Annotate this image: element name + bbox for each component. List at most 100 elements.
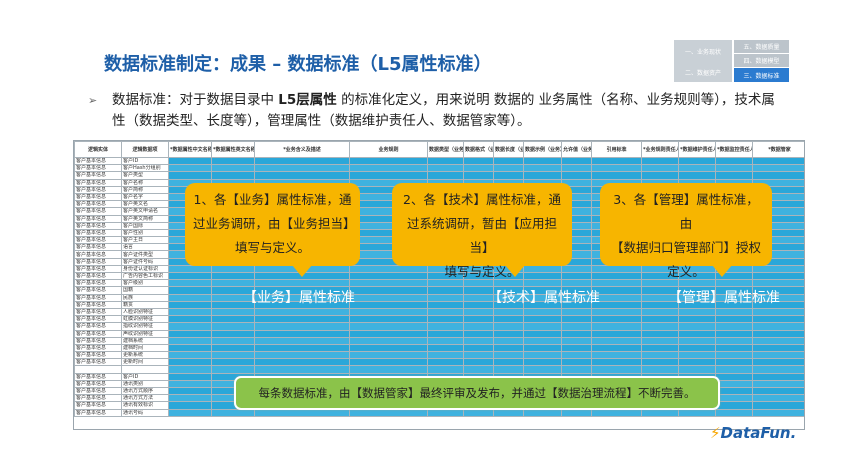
table-cell (591, 164, 642, 173)
table-header-cell: 允许值（业务） (561, 141, 592, 158)
table-cell (168, 408, 212, 417)
table-cell (561, 315, 592, 324)
table-cell (349, 307, 428, 317)
table-cell (641, 156, 679, 166)
nav-item-data-assets[interactable]: 二、数据资产 (674, 62, 732, 82)
table-cell (427, 171, 464, 180)
table-header-cell: 业务规则 (349, 141, 428, 158)
table-cell (349, 156, 428, 166)
table-cell (463, 329, 494, 338)
table-cell (641, 164, 679, 173)
table-cell: 声纹识别特征 (121, 329, 169, 338)
table-cell (591, 365, 642, 374)
table-cell (678, 408, 716, 417)
table-cell (254, 322, 350, 331)
table-cell (641, 322, 679, 331)
table-cell (752, 351, 804, 360)
table-cell (523, 336, 562, 345)
table-cell: 通讯类别 (121, 379, 169, 389)
table-row: 客户基本信息客户名称 (74, 178, 804, 187)
table-cell: 客户类型 (121, 171, 169, 180)
table-row: 客户基本信息建档时间 (74, 343, 804, 353)
table-cell (752, 365, 804, 374)
table-cell: 建档系统 (121, 336, 169, 345)
table-cell (493, 351, 524, 360)
table-cell (211, 358, 255, 367)
table-cell (752, 264, 804, 274)
table-cell (463, 322, 494, 331)
description-part1: 数据标准：对于数据目录中 (112, 92, 279, 108)
table-cell (463, 336, 494, 345)
table-cell: 客户英文申请名 (121, 207, 169, 216)
table-cell (678, 351, 716, 360)
table-cell (752, 336, 804, 345)
table-cell (211, 307, 255, 317)
table-cell (349, 171, 428, 180)
table-cell (493, 408, 524, 417)
table-cell (752, 315, 804, 324)
nav-item-data-model[interactable]: 四、数据模型 (734, 54, 789, 67)
table-cell (211, 365, 255, 374)
table-cell (591, 307, 642, 317)
table-cell: 语言 (121, 243, 169, 252)
table-cell: 客户基本信息 (74, 307, 122, 317)
table-row: 客户基本信息指纹识别特征 (74, 322, 804, 331)
table-cell (715, 156, 753, 166)
table-cell (641, 329, 679, 338)
table-cell (211, 322, 255, 331)
table-cell (254, 279, 350, 288)
callout-management-line3: 定义。 (667, 264, 705, 279)
table-cell (211, 164, 255, 173)
table-cell (752, 379, 804, 389)
table-cell (427, 336, 464, 345)
table-cell: 客户证件号码 (121, 257, 169, 266)
table-row: 客户基本信息籍贯 (74, 300, 804, 309)
nav-item-business-status[interactable]: 一、业务现状 (674, 40, 732, 62)
table-row: 客户基本信息通讯号码 (74, 408, 804, 417)
table-cell: 客户证件类型 (121, 250, 169, 259)
table-cell (168, 279, 212, 288)
table-cell (641, 408, 679, 417)
callout-technical-line3: 填写与定义。 (444, 264, 520, 279)
callout-technical-tail (505, 265, 525, 277)
table-cell (254, 307, 350, 317)
table-cell (254, 365, 350, 374)
table-cell (523, 358, 562, 367)
table-cell (349, 365, 428, 374)
table-cell (678, 365, 716, 374)
table-cell (168, 365, 212, 374)
table-cell (493, 156, 524, 166)
nav-item-data-quality[interactable]: 五、数据质量 (734, 40, 789, 53)
table-cell: 客户基本信息 (74, 358, 122, 367)
table-cell (168, 264, 212, 274)
table-cell: 客户基本信息 (74, 236, 122, 245)
table-cell (427, 358, 464, 367)
table-cell (752, 307, 804, 317)
table-cell (591, 358, 642, 367)
table-cell (752, 408, 804, 417)
table-header-cell: 数据长度（业务） (493, 141, 524, 158)
table-cell (168, 329, 212, 338)
table-cell (561, 156, 592, 166)
table-cell (254, 329, 350, 338)
table-cell: 客户名称 (121, 178, 169, 187)
table-cell (349, 351, 428, 360)
table-cell (168, 307, 212, 317)
table-cell (493, 336, 524, 345)
table-cell: 客户基本信息 (74, 264, 122, 274)
nav-item-data-standard[interactable]: 三、数据标准 (734, 68, 789, 82)
table-cell (427, 343, 464, 353)
callout-business-tail (292, 265, 312, 277)
table-cell (493, 365, 524, 374)
table-cell (349, 329, 428, 338)
table-cell (463, 156, 494, 166)
table-cell (349, 336, 428, 345)
table-cell (678, 315, 716, 324)
table-cell (211, 351, 255, 360)
table-header-cell: 逻辑实体 (74, 141, 122, 158)
table-cell (752, 271, 804, 281)
table-cell: 客户Hash分组别 (121, 164, 169, 173)
table-cell: 客户基本信息 (74, 192, 122, 202)
callout-business-line1: 1、各【业务】属性标准，通 (193, 192, 352, 207)
table-cell (715, 351, 753, 360)
